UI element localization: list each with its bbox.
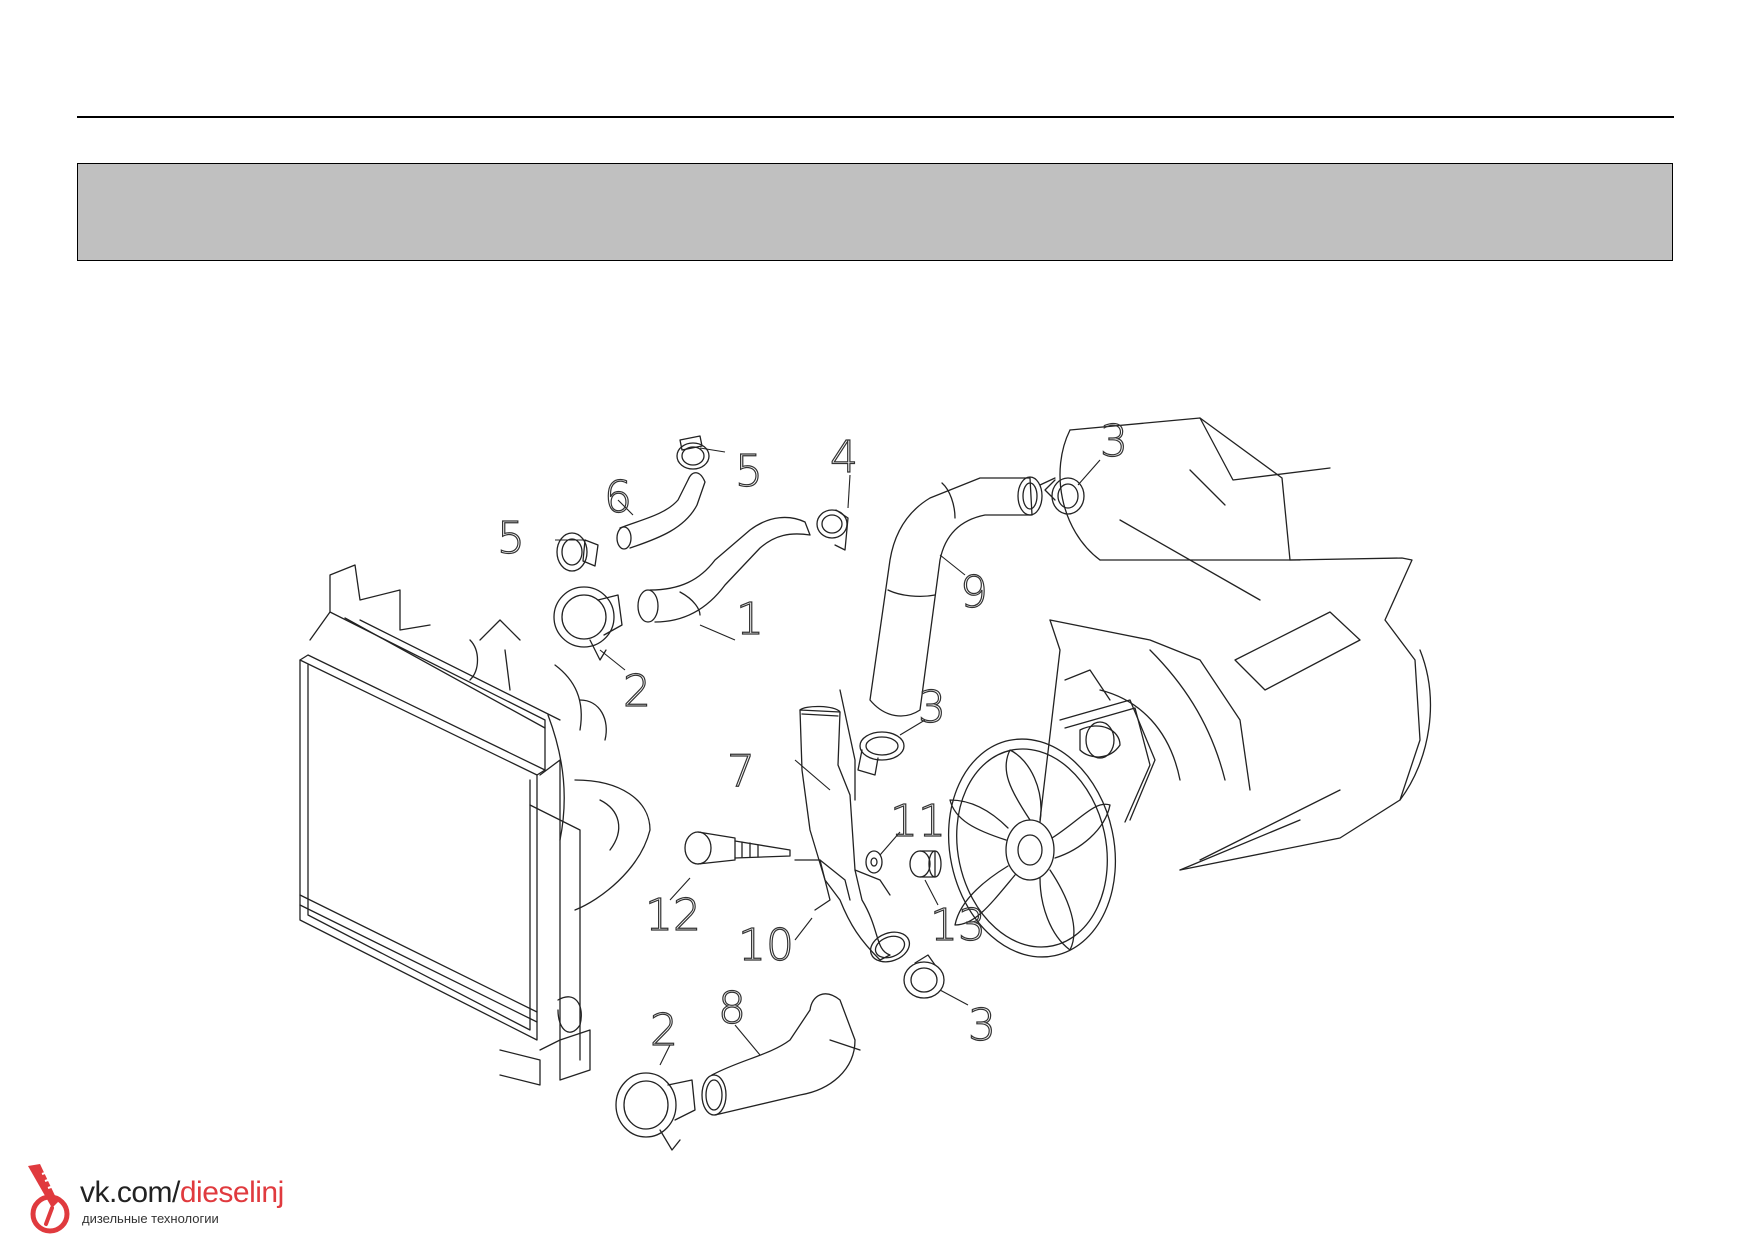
watermark-tagline: дизельные технологии <box>82 1211 219 1226</box>
callout-3-lower: 3 <box>968 1000 996 1051</box>
callout-11: 11 <box>890 796 946 847</box>
injector-logo-icon <box>28 1164 70 1234</box>
watermark-url-accent: dieselinj <box>179 1176 284 1209</box>
clamp-3-top <box>1039 477 1085 515</box>
clamp-3-mid <box>857 731 905 776</box>
clamp-2-lower <box>615 1072 696 1151</box>
header-band <box>77 163 1673 261</box>
callout-6: 6 <box>604 472 632 523</box>
engine-housing <box>1059 417 1431 871</box>
hose-6 <box>616 472 706 550</box>
clamp-2-upper <box>553 586 623 661</box>
callout-2-lower: 2 <box>650 1005 678 1056</box>
clamp-3-lower <box>903 954 945 999</box>
clamp-4 <box>816 509 849 551</box>
watermark: vk.com/dieselinj дизельные технологии <box>18 1162 308 1234</box>
callout-12: 12 <box>645 890 701 941</box>
callout-3-top: 3 <box>1100 416 1128 467</box>
watermark-url-prefix: vk.com/ <box>80 1176 180 1209</box>
washer-11 <box>865 850 883 874</box>
hose-8 <box>701 993 861 1116</box>
callout-10: 10 <box>738 920 794 971</box>
hose-1 <box>637 516 811 623</box>
leader-lines <box>555 447 1101 1066</box>
top-rule <box>77 116 1674 118</box>
bolt-12 <box>684 831 791 865</box>
callout-13: 13 <box>930 900 986 951</box>
callout-9: 9 <box>960 567 988 618</box>
callout-7: 7 <box>727 746 755 797</box>
nut-13 <box>909 850 942 878</box>
clamp-5-left <box>556 532 599 572</box>
callout-8: 8 <box>718 983 746 1034</box>
cooling-fan <box>947 699 1156 958</box>
radiator <box>299 564 651 1086</box>
callout-5-top: 5 <box>735 446 763 497</box>
callout-5-left: 5 <box>497 513 525 564</box>
hose-9 <box>869 476 1043 717</box>
pipe-7 <box>794 689 911 963</box>
fan-shroud <box>1039 619 1251 821</box>
callout-1: 1 <box>736 594 764 645</box>
callout-4: 4 <box>830 432 858 483</box>
watermark-url[interactable]: vk.com/dieselinj <box>80 1176 284 1210</box>
callout-3-mid: 3 <box>918 682 946 733</box>
callout-2-upper: 2 <box>623 666 651 717</box>
callout-labels: 1 2 2 3 3 3 4 5 5 6 7 8 9 10 11 12 13 <box>496 415 1128 1056</box>
clamp-5-top <box>676 435 710 470</box>
